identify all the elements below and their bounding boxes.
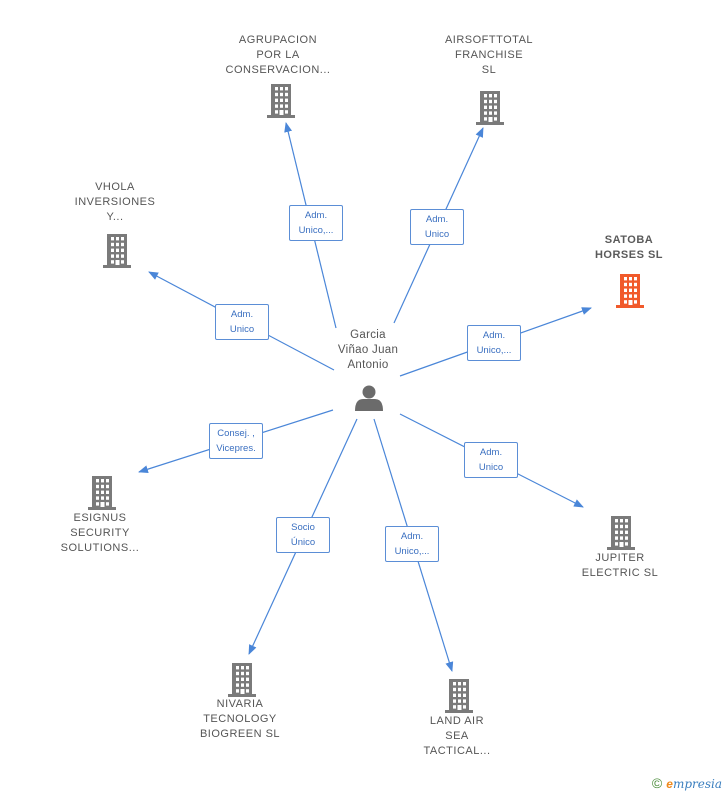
company-name-nivaria-line: TECNOLOGY [203, 713, 277, 725]
company-name-agrupacion[interactable]: AGRUPACION POR LA CONSERVACION... [203, 33, 353, 78]
company-name-nivaria[interactable]: NIVARIA TECNOLOGY BIOGREEN SL [165, 697, 315, 742]
company-name-esignus[interactable]: ESIGNUS SECURITY SOLUTIONS... [25, 511, 175, 556]
relation-label-line: Unico [478, 462, 504, 473]
relation-label-line: Adm. [425, 214, 449, 225]
company-name-airsofttotal[interactable]: AIRSOFTTOTAL FRANCHISE SL [414, 33, 564, 78]
relation-label-line: Socio [291, 522, 315, 533]
company-name-airsofttotal-line: FRANCHISE [454, 49, 524, 61]
company-name-satoba-line: SATOBA [604, 234, 654, 246]
relation-label-line: Vicepres. [216, 443, 256, 454]
footer-brand[interactable]: ©empresia [652, 775, 722, 791]
relation-label-line: Único [290, 537, 316, 548]
relation-label-esignus[interactable]: Consej. , Vicepres. [209, 423, 263, 459]
company-name-nivaria-line: BIOGREEN SL [199, 728, 281, 740]
company-name-nivaria-line: NIVARIA [216, 698, 264, 710]
company-name-agrupacion-line: AGRUPACION [238, 34, 318, 46]
relation-label-vhola[interactable]: Adm. Unico [215, 304, 269, 340]
company-name-vhola[interactable]: VHOLA INVERSIONES Y... [40, 180, 190, 225]
building-icon-nivaria[interactable] [228, 663, 256, 697]
company-name-landair-line: TACTICAL... [423, 745, 491, 757]
company-name-agrupacion-line: CONSERVACION... [225, 64, 331, 76]
building-icon-vhola[interactable] [103, 234, 131, 268]
company-name-jupiter-line: ELECTRIC SL [581, 567, 659, 579]
company-name-airsofttotal-line: SL [481, 64, 497, 76]
company-name-landair-line: LAND AIR [429, 715, 485, 727]
relation-label-line: Consej. , [217, 428, 255, 439]
company-name-satoba[interactable]: SATOBA HORSES SL [554, 233, 704, 263]
relation-label-line: Adm. [482, 330, 506, 341]
relation-label-line: Adm. [304, 210, 328, 221]
relation-label-satoba[interactable]: Adm. Unico,... [467, 325, 521, 361]
building-icon-airsofttotal[interactable] [476, 91, 504, 125]
relation-label-jupiter[interactable]: Adm. Unico [464, 442, 518, 478]
relation-label-airsofttotal[interactable]: Adm. Unico [410, 209, 464, 245]
copyright-symbol: © [651, 775, 663, 791]
relation-label-line: Unico [424, 229, 450, 240]
person-icon[interactable] [355, 385, 383, 412]
brand-name: mpresia [672, 777, 722, 791]
brand-initial: e [666, 777, 673, 791]
relation-label-line: Adm. [400, 531, 424, 542]
company-name-vhola-line: Y... [106, 211, 124, 223]
company-name-landair-line: SEA [445, 730, 469, 742]
building-icon-landair[interactable] [445, 679, 473, 713]
relation-label-line: Unico,... [298, 225, 334, 236]
company-name-vhola-line: INVERSIONES [74, 196, 156, 208]
center-person-name-line: Antonio [347, 359, 389, 371]
relation-label-line: Adm. [479, 447, 503, 458]
company-name-jupiter-line: JUPITER [595, 552, 645, 564]
company-name-landair[interactable]: LAND AIR SEA TACTICAL... [382, 714, 532, 759]
relation-label-line: Adm. [230, 309, 254, 320]
building-icon-jupiter[interactable] [607, 516, 635, 550]
company-name-vhola-line: VHOLA [95, 181, 135, 193]
building-icon-agrupacion[interactable] [267, 84, 295, 118]
relation-label-line: Unico [229, 324, 255, 335]
relation-label-line: Unico,... [476, 345, 512, 356]
company-name-agrupacion-line: POR LA [256, 49, 300, 61]
center-person-name-line: Viñao Juan [337, 344, 399, 356]
relation-label-agrupacion[interactable]: Adm. Unico,... [289, 205, 343, 241]
company-name-satoba-line: HORSES SL [594, 249, 664, 261]
center-person-name-line: Garcia [350, 329, 386, 341]
company-name-jupiter[interactable]: JUPITER ELECTRIC SL [545, 551, 695, 581]
relation-label-line: Unico,... [394, 546, 430, 557]
building-icon-satoba[interactable] [616, 274, 644, 308]
relation-label-landair[interactable]: Adm. Unico,... [385, 526, 439, 562]
company-name-esignus-line: SECURITY [70, 527, 130, 539]
company-name-airsofttotal-line: AIRSOFTTOTAL [444, 34, 534, 46]
company-name-esignus-line: SOLUTIONS... [60, 542, 140, 554]
building-icon-esignus[interactable] [88, 476, 116, 510]
company-name-esignus-line: ESIGNUS [73, 512, 127, 524]
